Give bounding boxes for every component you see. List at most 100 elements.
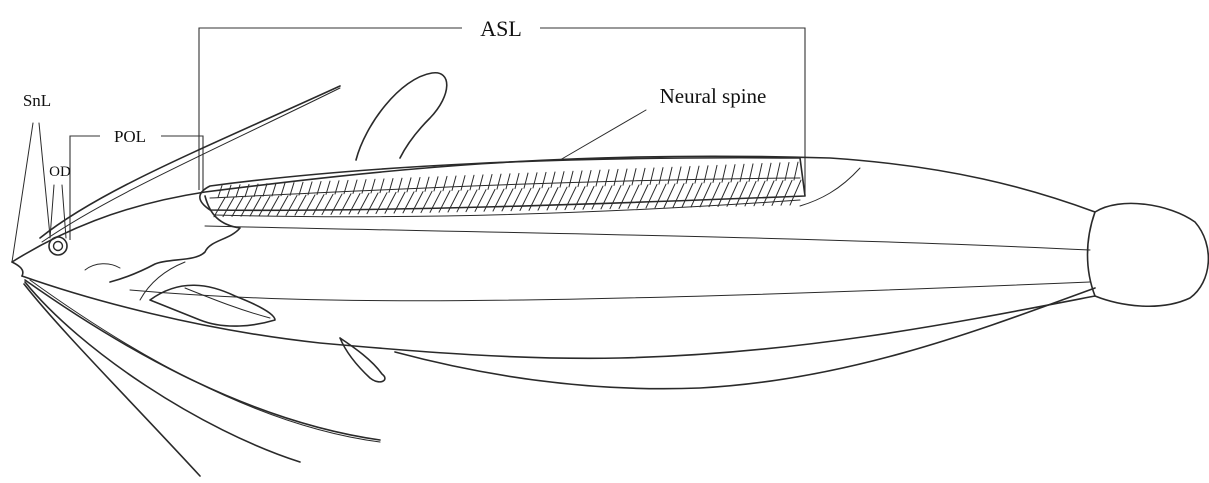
- spine-ray: [542, 172, 546, 187]
- pol-label: POL: [114, 127, 146, 146]
- pol-bracket: [70, 136, 203, 240]
- spine-ray: [241, 197, 252, 216]
- spine-ray: [358, 193, 369, 214]
- dorsal-fin: [356, 73, 447, 160]
- spine-ray: [794, 162, 798, 180]
- spine-ray: [628, 185, 639, 208]
- spine-ray: [578, 171, 582, 187]
- spine-ray: [574, 187, 585, 210]
- spine-ray: [511, 189, 522, 211]
- spine-ray: [709, 183, 720, 207]
- asl-label: ASL: [480, 16, 522, 41]
- spine-ray: [727, 182, 738, 206]
- snl-label: SnL: [23, 91, 51, 110]
- spine-ray: [313, 195, 324, 215]
- spine-ray: [614, 169, 618, 185]
- od-label: OD: [49, 164, 71, 180]
- spine-ray: [686, 166, 690, 183]
- spine-ray: [623, 169, 627, 185]
- spine-ray: [281, 183, 285, 196]
- spine-ray: [551, 172, 555, 188]
- spine-hatching: [214, 162, 801, 217]
- spine-ray: [664, 184, 675, 208]
- spine-ray: [407, 178, 411, 192]
- spine-ray: [587, 171, 591, 187]
- spine-ray: [659, 168, 663, 185]
- spine-ray: [538, 188, 549, 210]
- spine-ray: [704, 166, 708, 183]
- spine-ray: [637, 185, 648, 208]
- spine-ray: [218, 186, 222, 198]
- spine-ray: [286, 195, 297, 215]
- spine-ray: [398, 178, 402, 192]
- spine-ray: [394, 192, 405, 213]
- spine-ray: [457, 190, 468, 212]
- spine-ray: [650, 168, 654, 185]
- spine-ray: [461, 176, 465, 191]
- spine-ray: [524, 173, 528, 188]
- spine-ray: [605, 170, 609, 186]
- spine-ray: [556, 187, 567, 210]
- spine-ray: [425, 177, 429, 191]
- spine-ray: [475, 190, 486, 212]
- spine-ray: [367, 193, 378, 214]
- spine-ray: [533, 173, 537, 188]
- spine-ray: [736, 182, 747, 206]
- spine-ray: [304, 195, 315, 215]
- spine-ray: [340, 194, 351, 214]
- spine-ray: [484, 189, 495, 211]
- spine-ray: [601, 186, 612, 209]
- spine-ray: [452, 176, 456, 191]
- spine-ray: [547, 187, 558, 210]
- spine-ray: [389, 179, 393, 193]
- spine-ray: [569, 171, 573, 187]
- spine-ray: [488, 175, 492, 190]
- spine-ray: [565, 187, 576, 210]
- spine-ray: [466, 190, 477, 212]
- asl-bracket: [199, 28, 805, 195]
- spine-ray: [722, 165, 726, 182]
- spine-ray: [448, 190, 459, 212]
- spine-ray: [223, 197, 234, 216]
- snl-leader-lines: [12, 123, 50, 262]
- spine-ray: [790, 180, 801, 205]
- spine-ray: [227, 185, 231, 197]
- spine-ray: [412, 192, 423, 213]
- spine-ray: [443, 176, 447, 190]
- spine-ray: [416, 177, 420, 191]
- spine-ray: [259, 196, 270, 216]
- spine-ray: [376, 193, 387, 214]
- spine-ray: [385, 192, 396, 213]
- spine-ray: [349, 194, 360, 214]
- spine-ray: [371, 179, 375, 193]
- spine-ray: [610, 186, 621, 209]
- spine-ray: [646, 184, 657, 208]
- spine-ray: [529, 188, 540, 210]
- spine-ray: [583, 186, 594, 209]
- spine-ray: [479, 175, 483, 190]
- spine-ray: [493, 189, 504, 211]
- spine-ray: [673, 184, 684, 208]
- spine-ray: [214, 198, 225, 217]
- neural-spine-leader: [560, 110, 646, 160]
- spine-ray: [403, 192, 414, 213]
- spine-ray: [677, 167, 681, 184]
- spine-ray: [655, 184, 666, 208]
- spine-ray: [380, 179, 384, 193]
- spine-ray: [745, 181, 756, 206]
- spine-ray: [781, 180, 792, 205]
- spine-ray: [506, 174, 510, 189]
- spine-ray: [632, 169, 636, 185]
- spine-ray: [641, 168, 645, 184]
- spine-ray: [619, 185, 630, 208]
- spine-ray: [682, 183, 693, 207]
- spine-ray: [277, 196, 288, 216]
- spine-ray: [560, 172, 564, 188]
- spine-ray: [439, 191, 450, 212]
- spine-ray: [295, 195, 306, 215]
- fish-body: [12, 156, 1095, 389]
- spine-ray: [668, 167, 672, 184]
- spine-ray: [470, 175, 474, 190]
